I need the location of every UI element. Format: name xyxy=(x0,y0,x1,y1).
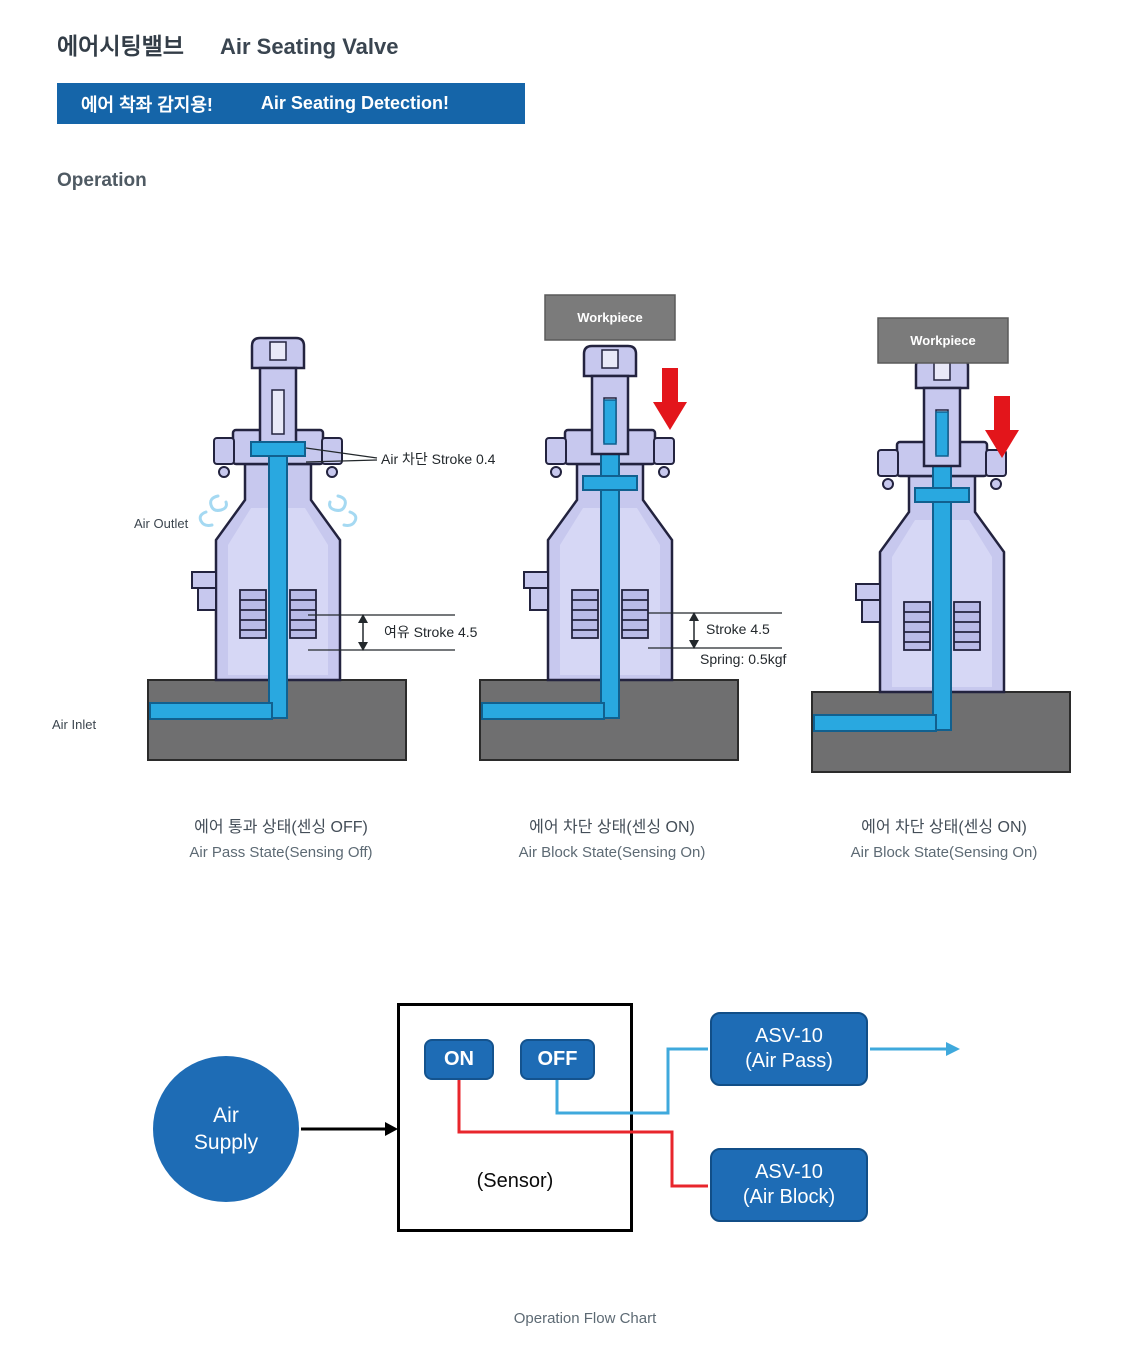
detection-banner: 에어 착좌 감지용! Air Seating Detection! xyxy=(57,83,525,124)
asv10-air-pass-line2: (Air Pass) xyxy=(745,1050,833,1072)
air-supply-label-line2: Supply xyxy=(193,1131,259,1154)
caption-air-block-2: 에어 차단 상태(센싱 ON) Air Block State(Sensing … xyxy=(784,813,1104,861)
caption-air-block-1: 에어 차단 상태(센싱 ON) Air Block State(Sensing … xyxy=(452,813,772,861)
air-supply-label-line1: Air xyxy=(213,1103,239,1127)
label-stroke: Stroke 4.5 xyxy=(706,621,770,637)
label-air-inlet: Air Inlet xyxy=(52,717,96,732)
valve1-annotations: Air 차단 Stroke 0.4 여유 Stroke 4.5 Air Outl… xyxy=(52,447,496,732)
valve-air-block-diagram-2 xyxy=(810,356,1072,774)
operation-diagram: Air 차단 Stroke 0.4 여유 Stroke 4.5 Air Outl… xyxy=(52,294,1072,774)
label-spring: Spring: 0.5kgf xyxy=(700,651,786,667)
page-header: 에어시팅밸브 Air Seating Valve xyxy=(57,27,399,61)
flow-chart-caption: Operation Flow Chart xyxy=(513,1310,657,1327)
label-spare-stroke: 여유 Stroke 4.5 xyxy=(384,624,478,640)
workpiece-3: Workpiece xyxy=(877,317,1009,364)
workpiece-2: Workpiece xyxy=(544,294,676,341)
workpiece-label: Workpiece xyxy=(577,310,643,325)
caption-korean: 에어 통과 상태(센싱 OFF) xyxy=(194,819,368,836)
operation-section-heading: Operation xyxy=(57,170,147,191)
caption-korean: 에어 차단 상태(센싱 ON) xyxy=(529,819,695,836)
asv10-air-pass-line1: ASV-10 xyxy=(755,1025,823,1047)
air-supply-node: Air Supply xyxy=(153,1056,299,1202)
page-title-korean: 에어시팅밸브 xyxy=(57,33,184,59)
workpiece-label: Workpiece xyxy=(910,333,976,348)
blue-arrowhead-icon xyxy=(946,1042,960,1056)
sensor-box xyxy=(397,1003,633,1232)
valve2-annotations: Stroke 4.5 Spring: 0.5kgf xyxy=(648,612,786,667)
page-title-english: Air Seating Valve xyxy=(219,34,399,59)
off-button: OFF xyxy=(520,1039,595,1080)
asv10-air-block-line1: ASV-10 xyxy=(755,1161,823,1183)
caption-english: Air Block State(Sensing On) xyxy=(850,844,1038,861)
banner-text-korean: 에어 착좌 감지용! xyxy=(81,94,213,115)
asv10-air-block-line2: (Air Block) xyxy=(742,1186,836,1208)
valve-air-block-diagram xyxy=(478,344,740,762)
sensor-label: (Sensor) xyxy=(476,1170,554,1192)
caption-english: Air Block State(Sensing On) xyxy=(518,844,706,861)
valve-air-pass-diagram xyxy=(146,336,408,762)
flow-output-blue xyxy=(870,1042,960,1056)
asv10-air-pass-node: ASV-10 (Air Pass) xyxy=(710,1012,868,1086)
label-air-outlet: Air Outlet xyxy=(134,516,189,531)
flow-connector-black xyxy=(301,1122,398,1136)
caption-english: Air Pass State(Sensing Off) xyxy=(189,844,373,861)
caption-korean: 에어 차단 상태(센싱 ON) xyxy=(861,819,1027,836)
air-puff-icon xyxy=(198,494,358,527)
press-down-arrow-icon xyxy=(985,396,1019,458)
on-button: ON xyxy=(424,1039,494,1080)
press-down-arrow-icon xyxy=(653,368,687,430)
asv10-air-block-node: ASV-10 (Air Block) xyxy=(710,1148,868,1222)
banner-text-english: Air Seating Detection! xyxy=(260,93,449,113)
label-air-block-stroke: Air 차단 Stroke 0.4 xyxy=(381,451,496,467)
caption-air-pass: 에어 통과 상태(센싱 OFF) Air Pass State(Sensing … xyxy=(121,813,441,861)
